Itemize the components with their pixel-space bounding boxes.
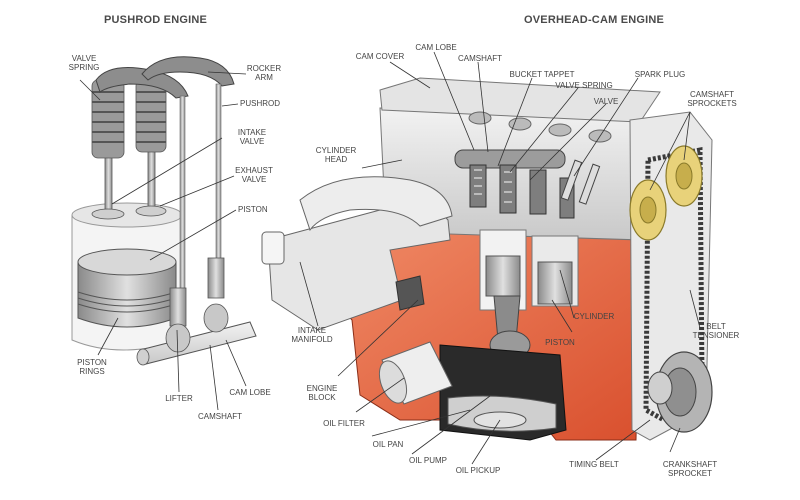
label-engine-block: ENGINE BLOCK (307, 384, 338, 402)
label-lifter: LIFTER (165, 394, 193, 403)
label-camshaft-sprockets: CAMSHAFT SPROCKETS (687, 90, 736, 108)
label-exhaust-valve-line2: VALVE (241, 175, 267, 184)
label-camshaft-left: CAMSHAFT (198, 412, 242, 421)
label-cylinder-head-line1: CYLINDER (315, 146, 357, 155)
label-cam-lobe-right: CAM LOBE (415, 43, 457, 52)
left-rocker-arms (95, 56, 235, 99)
label-crankshaft-sprocket-line1: CRANKSHAFT (662, 460, 718, 469)
pushrod-engine-title: PUSHROD ENGINE (104, 14, 208, 26)
label-camshaft-sprockets-line2: SPROCKETS (687, 99, 737, 108)
left-valves (91, 144, 167, 220)
label-piston-left: PISTON (238, 205, 268, 214)
label-camshaft-right: CAMSHAFT (458, 54, 502, 63)
ohc-valve-train (454, 149, 575, 219)
label-rocker-arm-line2: ARM (255, 73, 273, 82)
label-intake-manifold: INTAKE MANIFOLD (291, 326, 332, 344)
label-pushrod: PUSHROD (240, 99, 281, 108)
label-intake-manifold-line2: MANIFOLD (291, 335, 333, 344)
cam-cover-ports (468, 111, 612, 143)
label-belt-tensioner: BELT TENSIONER (693, 322, 740, 340)
label-valve-spring-line2: SPRING (68, 63, 100, 72)
crankshaft-pulley (647, 351, 713, 433)
label-engine-block-line2: BLOCK (308, 393, 336, 402)
label-crankshaft-sprocket-line2: SPROCKET (667, 469, 713, 478)
label-oil-pump: OIL PUMP (409, 456, 447, 465)
label-piston-rings-line1: PISTON (77, 358, 107, 367)
label-cylinder-head-line2: HEAD (324, 155, 348, 164)
label-cam-lobe-left: CAM LOBE (229, 388, 271, 397)
label-engine-block-line1: ENGINE (306, 384, 338, 393)
label-exhaust-valve: EXHAUST VALVE (235, 166, 273, 184)
label-belt-tensioner-line1: BELT (706, 322, 726, 331)
label-camshaft-sprockets-line1: CAMSHAFT (690, 90, 734, 99)
label-intake-valve: INTAKE VALVE (238, 128, 266, 146)
label-bucket-tappet: BUCKET TAPPET (509, 70, 575, 79)
spark-plugs (560, 159, 601, 205)
label-piston-rings-line2: RINGS (79, 367, 105, 376)
left-piston (77, 248, 177, 328)
left-lifters (169, 257, 225, 327)
label-valve-spring-right: VALVE SPRING (555, 81, 613, 90)
label-crankshaft-sprocket: CRANKSHAFT SPROCKET (663, 460, 717, 478)
left-camshaft (136, 303, 257, 366)
cam-cover (379, 77, 661, 123)
label-piston-rings: PISTON RINGS (77, 358, 107, 376)
label-exhaust-valve-line1: EXHAUST (235, 166, 273, 175)
label-piston-right: PISTON (545, 338, 575, 347)
label-cylinder: CYLINDER (573, 312, 615, 321)
label-valve-spring-line1: VALVE (71, 54, 97, 63)
label-spark-plug: SPARK PLUG (634, 70, 686, 79)
oil-pan (439, 344, 567, 441)
label-oil-pan: OIL PAN (372, 440, 404, 449)
label-intake-valve-line2: VALVE (239, 137, 265, 146)
leader-lines (79, 51, 701, 465)
ohc-engine-title: OVERHEAD-CAM ENGINE (524, 14, 665, 26)
label-valve-right: VALVE (593, 97, 619, 106)
label-intake-manifold-line1: INTAKE (297, 326, 327, 335)
label-oil-filter: OIL FILTER (323, 419, 365, 428)
label-timing-belt: TIMING BELT (569, 460, 619, 469)
label-rocker-arm-line1: ROCKER (246, 64, 282, 73)
label-valve-spring: VALVE SPRING (69, 54, 100, 72)
label-rocker-arm: ROCKER ARM (247, 64, 281, 82)
ohc-engine-art (261, 77, 713, 441)
label-belt-tensioner-line2: TENSIONER (692, 331, 740, 340)
pushrod-engine-art (71, 56, 257, 366)
oil-filter (378, 341, 453, 405)
intake-manifold (261, 176, 453, 331)
label-cylinder-head: CYLINDER HEAD (316, 146, 356, 164)
left-valve-springs (91, 79, 167, 159)
label-cam-cover: CAM COVER (355, 52, 405, 61)
camshaft-sprockets (629, 145, 703, 241)
label-intake-valve-line1: INTAKE (237, 128, 267, 137)
label-oil-pickup: OIL PICKUP (455, 466, 501, 475)
